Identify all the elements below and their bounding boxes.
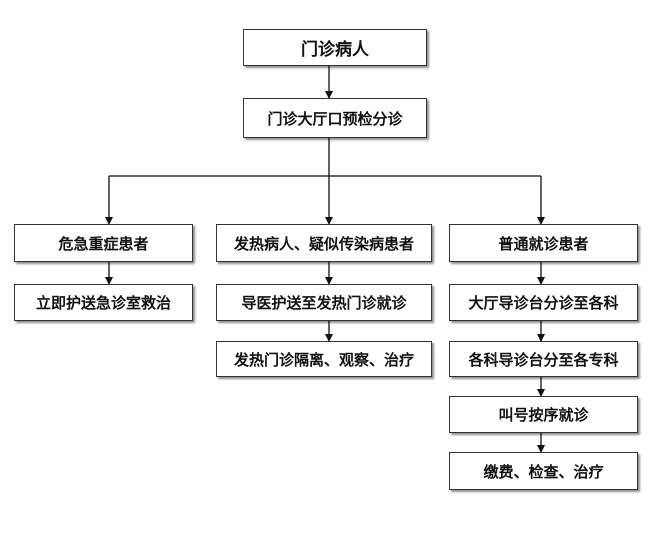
emergency-category-node: 危急重症患者 (14, 224, 193, 262)
general-step-node: 缴费、检查、治疗 (449, 452, 638, 490)
general-step-node: 大厅导诊台分诊至各科 (449, 284, 638, 321)
fever-category-node: 发热病人、疑似传染病患者 (216, 224, 432, 262)
triage-node: 门诊大厅口预检分诊 (243, 98, 427, 138)
general-step-node: 叫号按序就诊 (449, 396, 638, 433)
general-step-node: 各科导诊台分至各专科 (449, 341, 638, 377)
general-category-node: 普通就诊患者 (449, 224, 638, 262)
fever-step-node: 导医护送至发热门诊就诊 (216, 284, 432, 321)
root-node: 门诊病人 (243, 29, 427, 66)
fever-step-node: 发热门诊隔离、观察、治疗 (216, 341, 432, 377)
emergency-step-node: 立即护送急诊室救治 (14, 284, 193, 321)
